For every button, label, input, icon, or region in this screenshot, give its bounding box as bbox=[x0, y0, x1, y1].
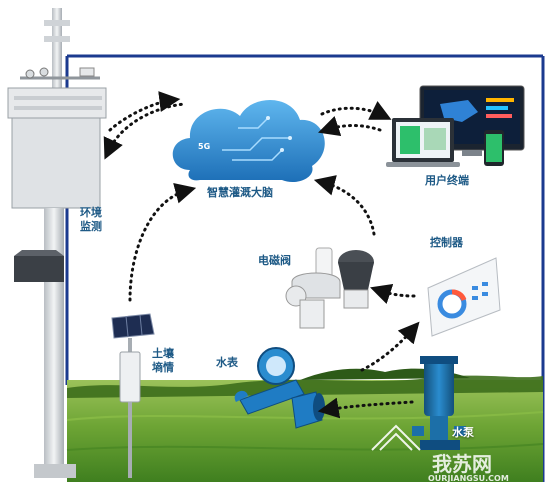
watermark-brand: 我苏网 bbox=[432, 452, 492, 476]
arrow-cloud-to-terminal bbox=[320, 100, 392, 120]
solenoid-label: 电磁阀 bbox=[258, 254, 291, 267]
user-terminal-devices bbox=[386, 85, 525, 167]
arrow-terminal-to-cloud bbox=[318, 116, 382, 136]
soil-sensor bbox=[111, 313, 155, 478]
env-monitor-label: 环境监测 bbox=[80, 206, 102, 233]
controller-label: 控制器 bbox=[430, 236, 463, 249]
solenoid-valves bbox=[285, 247, 374, 329]
water-pump bbox=[412, 356, 466, 450]
water-meter-label: 水表 bbox=[216, 356, 238, 369]
arrow-pump-to-meter bbox=[317, 397, 414, 419]
cloud-brain bbox=[172, 99, 325, 183]
flow-arrows bbox=[103, 91, 420, 419]
user-terminal-label: 用户终端 bbox=[425, 174, 469, 187]
watermark-url: OURJIANGSU.COM bbox=[428, 474, 509, 483]
cloud-5g-badge: 5G bbox=[198, 142, 211, 151]
water-pump-label: 水泵 bbox=[452, 426, 474, 439]
arrow-meter-to-controller bbox=[360, 321, 420, 372]
controller-device bbox=[427, 257, 501, 337]
arrow-soil-to-cloud bbox=[128, 183, 197, 302]
soil-moisture-label: 土壤墒情 bbox=[152, 347, 174, 374]
watermark-logo bbox=[371, 424, 421, 451]
weather-station bbox=[7, 8, 107, 478]
arrow-solenoid-to-cloud bbox=[313, 175, 376, 236]
arrow-cloud-to-station bbox=[103, 102, 186, 160]
arrow-station-to-cloud bbox=[108, 91, 181, 132]
cloud-brain-label: 智慧灌溉大脑 bbox=[207, 186, 273, 199]
arrow-controller-to-solenoid bbox=[370, 284, 416, 304]
